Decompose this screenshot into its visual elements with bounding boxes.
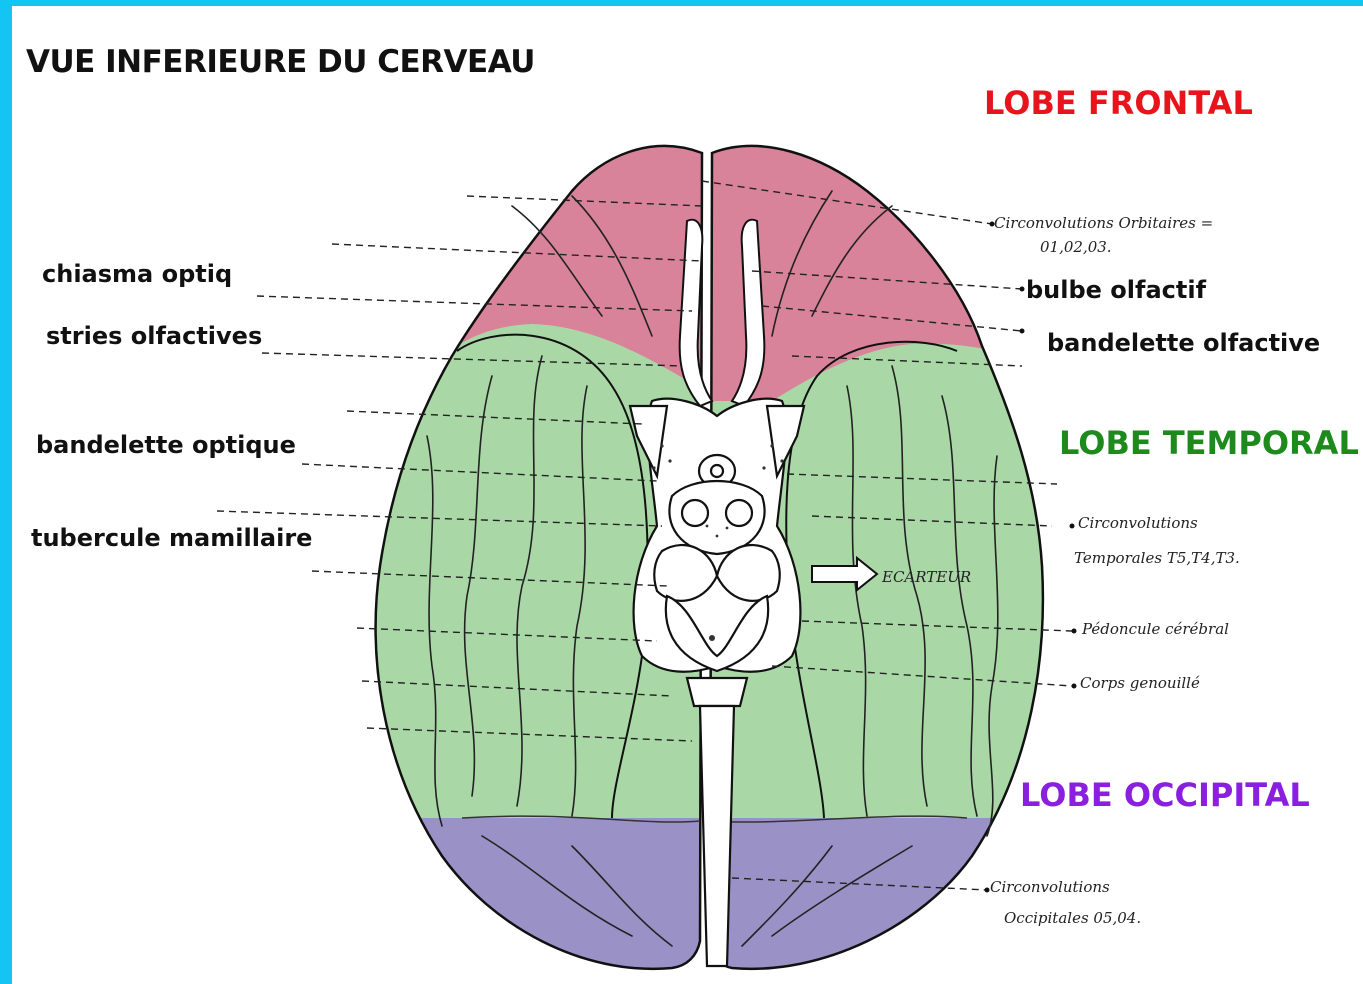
lobe-frontal-label: LOBE FRONTAL <box>984 84 1253 122</box>
lobe-occipital-label: LOBE OCCIPITAL <box>1020 776 1310 814</box>
lobe-occipital-text: LOBE OCCIPITAL <box>1020 776 1310 814</box>
brain-illustration <box>12 6 1363 984</box>
label-stries: stries olfactives <box>46 322 262 350</box>
note-corps: Corps genouillé <box>1080 674 1200 692</box>
label-bulbe: bulbe olfactif <box>1026 276 1206 304</box>
note-temporales-1: Circonvolutions <box>1078 514 1198 532</box>
note-pedoncule: Pédoncule cérébral <box>1082 620 1229 638</box>
lobe-frontal-text: LOBE FRONTAL <box>984 84 1253 122</box>
note-ecarteur: ECARTEUR <box>882 568 971 586</box>
lobe-temporal-label: LOBE TEMPORAL <box>1059 424 1359 462</box>
note-orbitaires-1: Circonvolutions Orbitaires = <box>994 214 1213 232</box>
note-occipitales-2: Occipitales 05,04. <box>1004 909 1141 927</box>
lobe-temporal-text: LOBE TEMPORAL <box>1059 424 1359 462</box>
label-chiasma: chiasma optiq <box>42 260 232 288</box>
diagram-canvas: VUE INFERIEURE DU CERVEAU LOBE FRONTAL L… <box>12 6 1363 984</box>
diagram-title: VUE INFERIEURE DU CERVEAU <box>26 44 535 80</box>
note-orbitaires-2: 01,02,03. <box>1040 238 1112 256</box>
note-occipitales-1: Circonvolutions <box>990 878 1110 896</box>
label-bandelette-optique: bandelette optique <box>36 431 296 459</box>
label-bandelette-olfactive: bandelette olfactive <box>1047 329 1320 357</box>
label-tubercule: tubercule mamillaire <box>31 524 312 552</box>
note-temporales-2: Temporales T5,T4,T3. <box>1074 549 1240 567</box>
